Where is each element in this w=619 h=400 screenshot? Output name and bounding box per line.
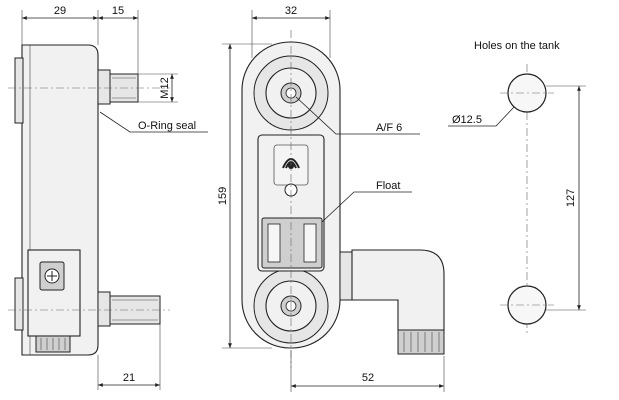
dim-overall-height: 159	[217, 187, 229, 205]
top-bolt-shank	[97, 69, 111, 105]
bottom-bolt-shank	[97, 291, 111, 327]
dim-thread-length-top: 15	[112, 5, 124, 17]
front-connector-neck	[339, 251, 353, 301]
front-view	[241, 30, 445, 368]
side-view	[8, 44, 170, 356]
front-dimensions: 32 159 52 A/F 6 Float	[217, 5, 445, 392]
holes-title: Holes on the tank	[474, 40, 560, 52]
front-connector-cable-gland	[397, 329, 445, 355]
dim-overall-depth: 52	[362, 372, 374, 384]
dim-thread-size: M12	[159, 77, 171, 98]
dim-hole-spacing: 127	[565, 189, 577, 207]
float-label: Float	[376, 180, 400, 192]
side-lower-lip	[14, 277, 24, 331]
side-dimensions: 29 15 M12 21 O-Ring seal	[21, 5, 208, 390]
side-window-lip	[14, 57, 24, 124]
dim-front-width: 32	[285, 5, 297, 17]
front-connector-housing	[351, 249, 445, 331]
dim-thread-length-bottom: 21	[123, 372, 135, 384]
af-label: A/F 6	[376, 122, 402, 134]
tank-holes-view: Holes on the tank 127 Ø12.5	[448, 40, 586, 335]
dim-side-width: 29	[54, 5, 66, 17]
oring-seal-label: O-Ring seal	[138, 120, 196, 132]
dim-hole-diameter: Ø12.5	[452, 114, 482, 126]
